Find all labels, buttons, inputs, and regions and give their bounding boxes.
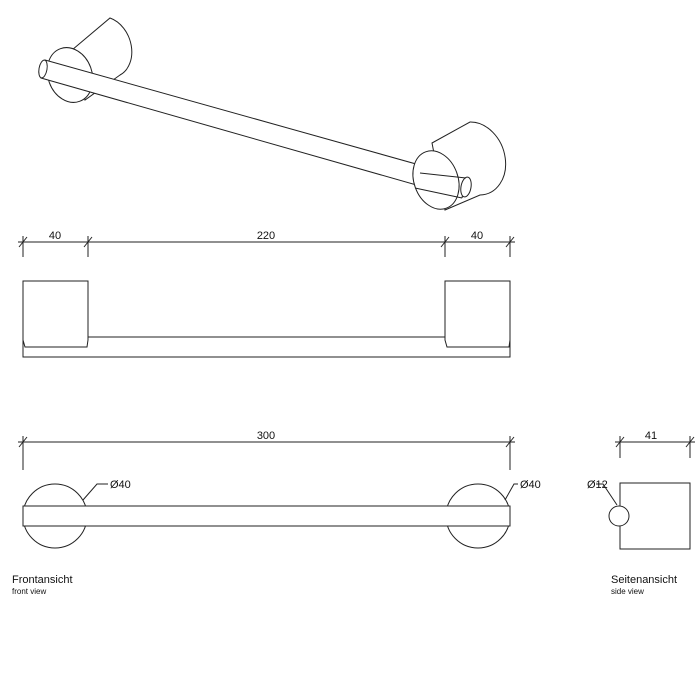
- side-view: 41 Ø12 Seitenansicht side view: [587, 430, 695, 596]
- dim-left-holder: 40: [49, 230, 61, 242]
- bar-top-outline: [23, 337, 510, 357]
- isometric-view: [37, 18, 505, 216]
- dim-total-length: 300: [257, 430, 275, 442]
- towel-bar-iso: [37, 59, 466, 198]
- side-view-title: Seitenansicht: [611, 574, 677, 586]
- top-dimension-line: [18, 236, 515, 257]
- dim-depth: 41: [645, 430, 657, 442]
- dim-bar-diameter: Ø12: [587, 479, 608, 491]
- dim-right-holder: 40: [471, 230, 483, 242]
- front-view-subtitle: front view: [12, 587, 46, 596]
- left-holder-top: [23, 281, 88, 347]
- dim-right-diameter: Ø40: [520, 479, 541, 491]
- bar-front: [23, 506, 510, 526]
- bar-section: [609, 506, 629, 526]
- holder-side: [620, 483, 690, 549]
- front-view-title: Frontansicht: [12, 574, 73, 586]
- top-view: 40 220 40: [18, 230, 515, 357]
- right-wall-mount-iso: [405, 122, 506, 216]
- front-view: 300 Ø40 Ø40 Frontansicht front view: [12, 430, 541, 596]
- right-holder-top: [445, 281, 510, 347]
- dim-left-diameter: Ø40: [110, 479, 131, 491]
- side-view-subtitle: side view: [611, 587, 644, 596]
- dim-center-span: 220: [257, 230, 275, 242]
